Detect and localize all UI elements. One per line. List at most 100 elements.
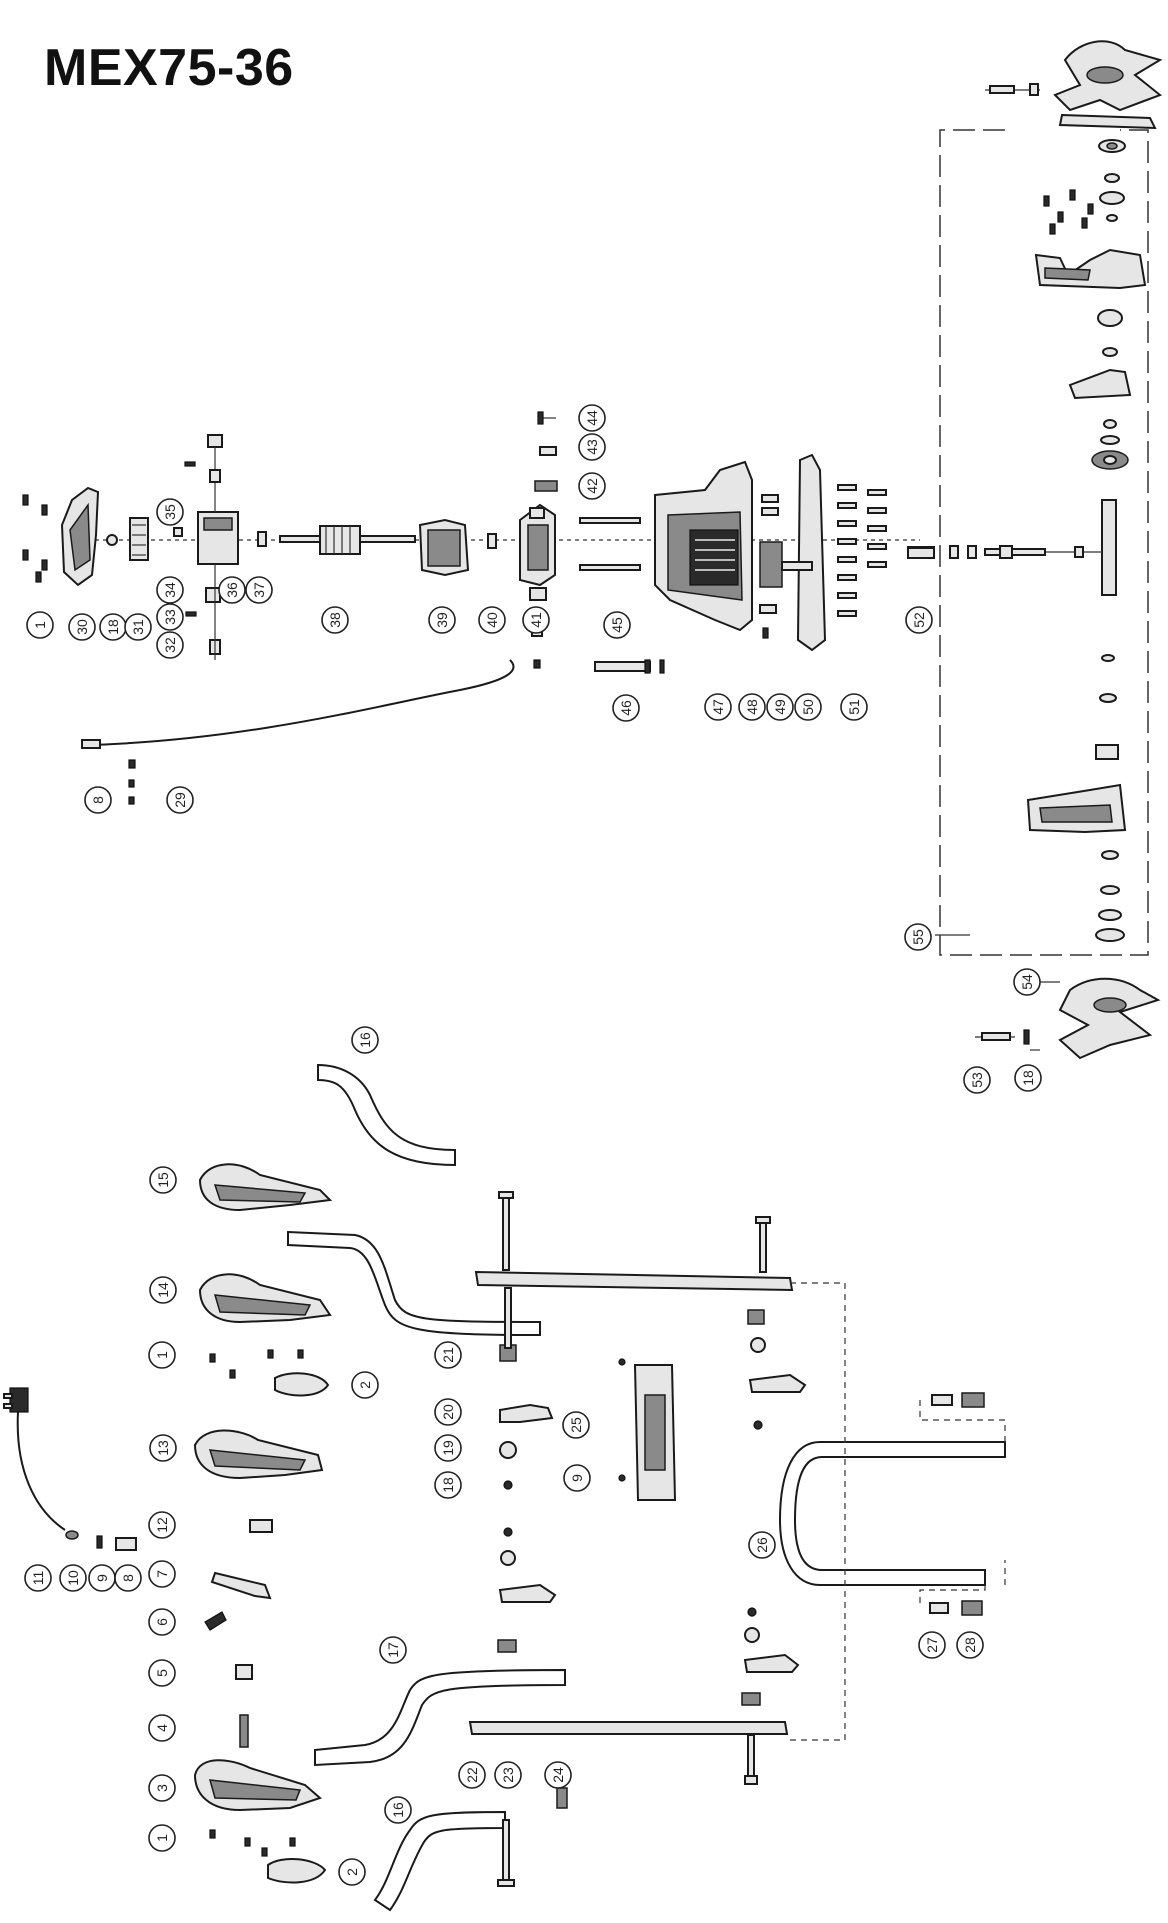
callout-circle — [384, 1796, 412, 1824]
callout-c37: 37 — [245, 576, 273, 604]
callout-c1a: 1 — [26, 611, 54, 639]
callout-c35: 35 — [156, 498, 184, 526]
callout-number: 8 — [90, 796, 106, 804]
callout-circle — [748, 1531, 776, 1559]
callout-number: 52 — [911, 612, 927, 628]
callout-circle — [338, 1858, 366, 1886]
callout-circle — [149, 1166, 177, 1194]
callout-circle — [379, 1636, 407, 1664]
callout-c52: 52 — [905, 606, 933, 634]
callout-circle — [840, 693, 868, 721]
callout-number: 22 — [464, 1767, 480, 1783]
callout-c18a: 18 — [99, 613, 127, 641]
callout-c16b: 16 — [384, 1796, 412, 1824]
callout-circle — [578, 433, 606, 461]
callout-circle — [114, 1564, 142, 1592]
callout-number: 28 — [962, 1637, 978, 1653]
callout-number: 53 — [969, 1072, 985, 1088]
callout-circle — [321, 606, 349, 634]
tine-top — [1053, 40, 1163, 130]
callout-c23: 23 — [494, 1761, 522, 1789]
callout-circle — [578, 404, 606, 432]
callout-circle — [218, 576, 246, 604]
callout-number: 51 — [846, 699, 862, 715]
callout-c30: 30 — [68, 613, 96, 641]
callout-number: 20 — [440, 1404, 456, 1420]
callout-c34: 34 — [156, 576, 184, 604]
callout-number: 32 — [162, 637, 178, 653]
callout-c7: 7 — [148, 1560, 176, 1588]
callout-c10: 10 — [59, 1564, 87, 1592]
callout-c31: 31 — [124, 613, 152, 641]
callout-c18c: 18 — [434, 1471, 462, 1499]
callout-c45: 45 — [603, 611, 631, 639]
callout-number: 41 — [528, 612, 544, 628]
tine-bottom — [1058, 977, 1161, 1060]
callout-number: 42 — [584, 478, 600, 494]
callout-number: 15 — [155, 1172, 171, 1188]
callout-circle — [738, 693, 766, 721]
callout-circle — [434, 1341, 462, 1369]
callout-number: 29 — [172, 792, 188, 808]
callout-circle — [148, 1608, 176, 1636]
callout-number: 14 — [155, 1282, 171, 1298]
callout-c24: 24 — [544, 1761, 572, 1789]
callout-circle — [794, 693, 822, 721]
callout-number: 40 — [484, 612, 500, 628]
callout-circle — [478, 606, 506, 634]
callout-number: 21 — [440, 1347, 456, 1363]
callout-c47: 47 — [704, 693, 732, 721]
callout-number: 50 — [800, 699, 816, 715]
callout-circle — [148, 1824, 176, 1852]
callout-number: 8 — [120, 1574, 136, 1582]
callout-circle — [434, 1471, 462, 1499]
callout-number: 13 — [155, 1440, 171, 1456]
callout-circle — [166, 786, 194, 814]
callout-c29: 29 — [166, 786, 194, 814]
callout-number: 11 — [30, 1571, 46, 1586]
callout-c17: 17 — [379, 1636, 407, 1664]
callout-circle — [904, 923, 932, 951]
callout-number: 18 — [105, 619, 121, 635]
callout-c55: 55 — [904, 923, 932, 951]
callout-c9a: 9 — [88, 1564, 116, 1592]
callout-circle — [766, 693, 794, 721]
callout-circle — [612, 694, 640, 722]
callout-c11: 11 — [24, 1564, 52, 1592]
callout-c1c: 1 — [148, 1824, 176, 1852]
callout-c28: 28 — [956, 1631, 984, 1659]
callout-number: 18 — [440, 1477, 456, 1493]
callout-c46: 46 — [612, 694, 640, 722]
callout-c41: 41 — [522, 606, 550, 634]
callout-c27: 27 — [918, 1631, 946, 1659]
callout-circle — [578, 472, 606, 500]
callout-c43: 43 — [578, 433, 606, 461]
callout-circle — [956, 1631, 984, 1659]
callout-number: 24 — [550, 1767, 566, 1783]
callout-circle — [544, 1761, 572, 1789]
callout-c22: 22 — [458, 1761, 486, 1789]
screw-column — [837, 484, 887, 617]
callout-number: 17 — [385, 1642, 401, 1658]
callout-c16a: 16 — [351, 1026, 379, 1054]
callout-c42: 42 — [578, 472, 606, 500]
callout-number: 2 — [344, 1868, 360, 1876]
callout-number: 16 — [357, 1032, 373, 1048]
callout-circle — [68, 613, 96, 641]
callout-number: 36 — [224, 582, 240, 598]
callout-c36: 36 — [218, 576, 246, 604]
callout-circle — [24, 1564, 52, 1592]
callout-circle — [704, 693, 732, 721]
callout-circle — [156, 576, 184, 604]
callout-number: 54 — [1019, 974, 1035, 990]
callout-number: 2 — [357, 1381, 373, 1389]
callout-number: 16 — [390, 1802, 406, 1818]
callout-number: 12 — [154, 1517, 170, 1533]
callout-circle — [522, 606, 550, 634]
callout-number: 23 — [500, 1767, 516, 1783]
callout-circle — [428, 606, 456, 634]
callout-c2a: 2 — [351, 1371, 379, 1399]
callout-circle — [148, 1774, 176, 1802]
callout-circle — [149, 1434, 177, 1462]
